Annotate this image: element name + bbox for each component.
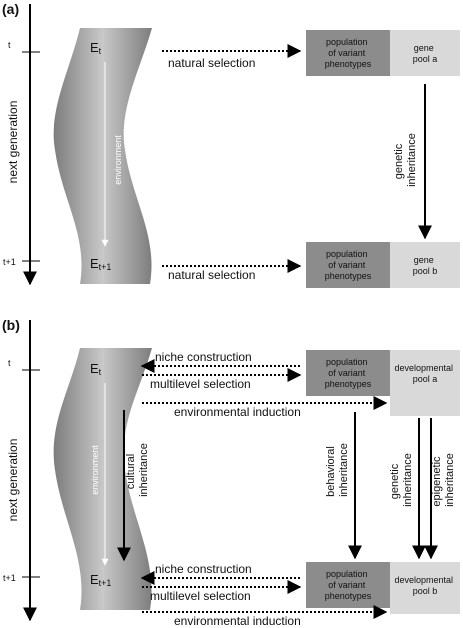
panel-a-environment-band bbox=[53, 28, 152, 284]
panel-a-population-box-bottom bbox=[306, 242, 390, 288]
panel-b-cultural-label: cultural inheritance bbox=[125, 443, 150, 497]
panel-b-niche-construction-bottom: niche construction bbox=[155, 562, 252, 576]
panel-a-tick-t1: t+1 bbox=[3, 257, 16, 267]
panel-b-multilevel-selection-top: multilevel selection bbox=[150, 377, 251, 391]
panel-a-gene-pool-a-text: gene pool a bbox=[413, 43, 438, 64]
panel-b-population-bottom-text: population of variant phenotypes bbox=[325, 569, 372, 601]
panel-a-natural-selection-top: natural selection bbox=[168, 56, 255, 70]
panel-b-tick-t: t bbox=[8, 358, 11, 368]
panel-b: (b) next generation t t+1 Et environment… bbox=[2, 317, 460, 628]
panel-b-developmental-pool-a-text: developmental pool a bbox=[394, 363, 455, 384]
panel-a-population-top-text: population of variant phenotypes bbox=[325, 37, 372, 69]
panel-a-natural-selection-bottom: natural selection bbox=[168, 268, 255, 282]
panel-a-gene-pool-b-text: gene pool b bbox=[413, 255, 438, 276]
panel-b-developmental-pool-b-text: developmental pool b bbox=[394, 575, 455, 596]
panel-a-axis-label: next generation bbox=[6, 101, 20, 184]
panel-b-env-top: Et bbox=[90, 361, 102, 377]
panel-b-population-box-top bbox=[306, 350, 390, 396]
panel-b-environment-band bbox=[53, 348, 152, 610]
panel-a-genetic-inheritance-label: genetic inheritance bbox=[393, 133, 418, 187]
panel-b-population-top-text: population of variant phenotypes bbox=[325, 357, 372, 389]
panel-b-genetic-inheritance-label: genetic inheritance bbox=[389, 453, 414, 507]
panel-a-env-bottom: Et+1 bbox=[90, 256, 111, 272]
panel-b-developmental-pool-box-b bbox=[390, 562, 460, 614]
panel-a-env-top: Et bbox=[90, 40, 102, 56]
panel-b-label: (b) bbox=[2, 317, 20, 333]
panel-a-label: (a) bbox=[2, 1, 19, 17]
panel-a: (a) next generation t t+1 Et environment… bbox=[2, 1, 460, 288]
panel-b-axis-label: next generation bbox=[6, 439, 20, 522]
panel-a-gene-pool-box-b bbox=[390, 242, 460, 288]
panel-b-population-box-bottom bbox=[306, 562, 390, 608]
panel-a-environment-label: environment bbox=[113, 135, 123, 185]
panel-b-developmental-pool-box-a bbox=[390, 350, 460, 416]
panel-b-behavioral-inheritance-label: behavioral inheritance bbox=[325, 443, 350, 497]
panel-b-env-induction-top: environmental induction bbox=[174, 405, 301, 419]
panel-a-tick-t: t bbox=[8, 40, 11, 50]
panel-b-epigenetic-inheritance-label: epigenetic inheritance bbox=[431, 453, 456, 507]
panel-b-multilevel-selection-bottom: multilevel selection bbox=[150, 589, 251, 603]
panel-b-niche-construction-top: niche construction bbox=[155, 350, 252, 364]
panel-a-population-box-top bbox=[306, 30, 390, 76]
panel-b-environment-label: environment bbox=[90, 445, 100, 495]
panel-a-population-bottom-text: population of variant phenotypes bbox=[325, 249, 372, 281]
panel-b-tick-t1: t+1 bbox=[3, 573, 16, 583]
panel-b-env-induction-bottom: environmental induction bbox=[174, 614, 301, 628]
panel-b-env-bottom: Et+1 bbox=[90, 572, 111, 588]
panel-a-gene-pool-box-a bbox=[390, 30, 460, 76]
